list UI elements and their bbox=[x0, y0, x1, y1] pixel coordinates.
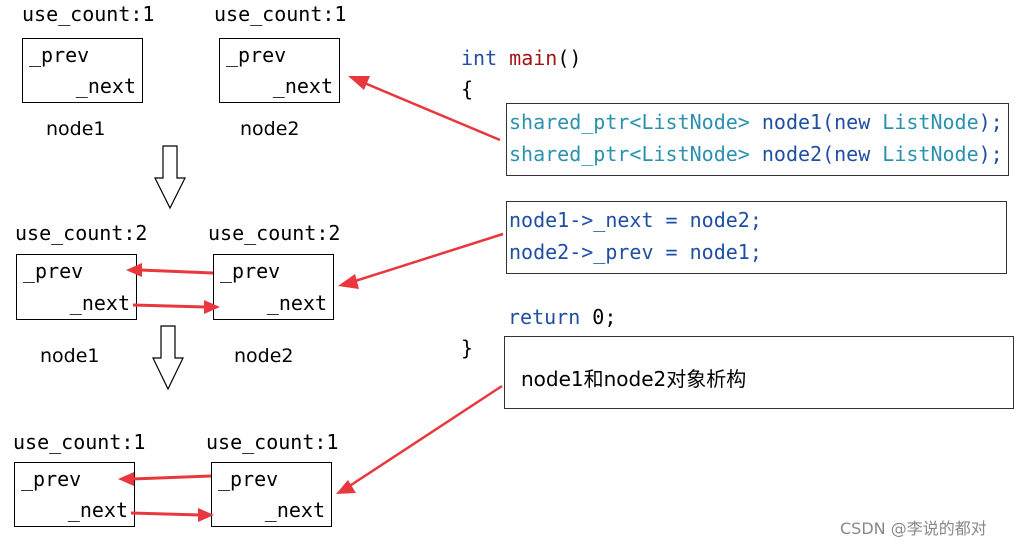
pointer-arrow bbox=[361, 80, 501, 142]
code-close-brace: } bbox=[461, 336, 474, 360]
next-link-arrow bbox=[132, 303, 207, 309]
stage2-left-use-count: use_count:2 bbox=[15, 221, 148, 245]
stage2-node1-name: node1 bbox=[40, 345, 100, 367]
code-open-brace: { bbox=[461, 77, 474, 101]
prev-field: _prev bbox=[218, 467, 279, 491]
arrowhead-icon bbox=[126, 263, 142, 277]
stage2-node2-box: _prev _next bbox=[213, 254, 334, 320]
stage3-right-use-count: use_count:1 bbox=[206, 430, 339, 454]
prev-field: _prev bbox=[23, 259, 84, 283]
stage3-node1-box: _prev _next bbox=[14, 462, 135, 527]
prev-field: _prev bbox=[29, 43, 90, 67]
prev-field: _prev bbox=[220, 259, 281, 283]
code-line-node2: shared_ptr<ListNode> node2(new ListNode)… bbox=[509, 142, 1003, 166]
prev-link-arrow bbox=[131, 474, 212, 481]
arrowhead-icon bbox=[204, 300, 220, 314]
stage2-node1-box: _prev _next bbox=[16, 254, 137, 320]
stage1-node2-box: _prev _next bbox=[219, 38, 340, 103]
next-field: _next bbox=[272, 74, 333, 98]
code-line-next-assign: node1->_next = node2; bbox=[509, 208, 762, 232]
main-parens: () bbox=[557, 46, 582, 70]
prev-field: _prev bbox=[226, 43, 287, 67]
destruct-note-box: node1和node2对象析构 bbox=[504, 336, 1014, 409]
code-main-signature: int main() bbox=[461, 46, 581, 70]
arrowhead-icon bbox=[336, 480, 356, 494]
stage1-node1-name: node1 bbox=[46, 118, 106, 140]
arrowhead-icon bbox=[338, 274, 359, 289]
arrowhead-icon bbox=[198, 508, 214, 522]
stage2-right-use-count: use_count:2 bbox=[208, 221, 341, 245]
next-field: _next bbox=[266, 291, 327, 315]
stage3-node2-box: _prev _next bbox=[211, 462, 332, 527]
code-return: return 0; bbox=[508, 305, 617, 329]
pointer-arrow bbox=[347, 384, 503, 489]
stage1-left-use-count: use_count:1 bbox=[22, 2, 155, 26]
next-link-arrow bbox=[130, 511, 201, 517]
stage1-node1-box: _prev _next bbox=[22, 38, 143, 103]
main-function: main bbox=[509, 46, 558, 70]
next-field: _next bbox=[75, 74, 136, 98]
int-keyword: int bbox=[461, 46, 498, 70]
code-line-node1: shared_ptr<ListNode> node1(new ListNode)… bbox=[509, 110, 1003, 134]
stage1-node2-name: node2 bbox=[240, 118, 300, 140]
code-block-link: node1->_next = node2; node2->_prev = nod… bbox=[506, 201, 1007, 274]
watermark: CSDN @李说的都对 bbox=[840, 519, 987, 538]
stage1-right-use-count: use_count:1 bbox=[214, 2, 347, 26]
down-arrow-icon bbox=[154, 145, 186, 210]
stage3-left-use-count: use_count:1 bbox=[13, 430, 146, 454]
code-line-prev-assign: node2->_prev = node1; bbox=[509, 240, 762, 264]
stage2-node2-name: node2 bbox=[234, 345, 294, 367]
next-field: _next bbox=[67, 498, 128, 522]
pointer-arrow bbox=[351, 232, 504, 284]
prev-field: _prev bbox=[21, 467, 82, 491]
next-field: _next bbox=[264, 498, 325, 522]
next-field: _next bbox=[69, 291, 130, 315]
arrowhead-icon bbox=[348, 76, 370, 90]
down-arrow-icon bbox=[152, 325, 184, 391]
destruct-note: node1和node2对象析构 bbox=[521, 367, 747, 391]
arrowhead-icon bbox=[118, 472, 134, 486]
prev-link-arrow bbox=[139, 268, 214, 275]
code-block-create: shared_ptr<ListNode> node1(new ListNode)… bbox=[506, 103, 1009, 176]
